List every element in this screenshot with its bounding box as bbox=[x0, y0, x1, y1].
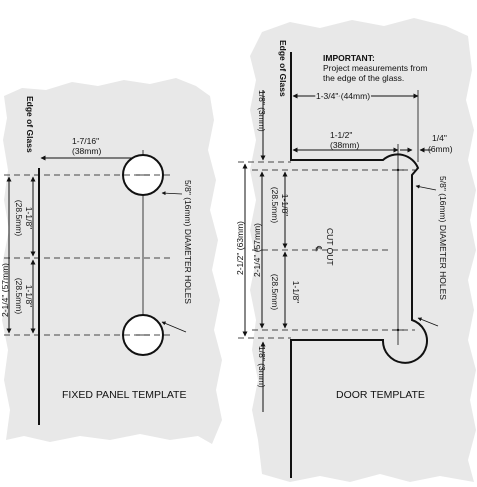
door-holes-leader-bottom bbox=[417, 317, 439, 327]
door-important-line1: Project measurements from bbox=[323, 63, 427, 73]
fixed-panel-template: Edge of Glass 1-7/16" (38mm) 2-1/4" (57m… bbox=[0, 78, 222, 444]
fixed-panel-background bbox=[2, 78, 222, 444]
fixed-holes-leader-bottom bbox=[161, 321, 187, 333]
door-edge-of-glass-label: Edge of Glass bbox=[278, 40, 288, 97]
door-centerline-symbol: ℄ bbox=[314, 245, 324, 252]
fixed-holes-label: 5/8" (16mm) DIAMETER HOLES bbox=[183, 180, 193, 304]
fixed-upper-spacing-fraction: 1-1/8" bbox=[24, 207, 34, 229]
door-upper-spacing-mm: (28.5mm) bbox=[270, 187, 280, 224]
door-hole-mm: (38mm) bbox=[330, 140, 359, 150]
fixed-horizontal-mm: (38mm) bbox=[72, 146, 101, 156]
fixed-edge-of-glass-label: Edge of Glass bbox=[25, 96, 35, 153]
door-bottom-offset-label: 1/8" (3mm) bbox=[257, 346, 267, 388]
door-upper-spacing-fraction: 1-1/8" bbox=[280, 194, 290, 216]
door-holes-leader-top bbox=[415, 184, 437, 191]
door-hole-fraction: 1-1/2" bbox=[330, 130, 352, 140]
door-lower-spacing-fraction: 1-1/8" bbox=[291, 281, 301, 303]
fixed-lower-spacing-mm: (28.5mm) bbox=[14, 278, 24, 315]
door-outer-total-label: 2-1/2" (63mm) bbox=[235, 221, 245, 275]
fixed-panel-title: FIXED PANEL TEMPLATE bbox=[62, 389, 186, 401]
door-template: Edge of Glass IMPORTANT: Project measure… bbox=[235, 18, 476, 482]
door-top-offset-label: 1/8" (3mm) bbox=[257, 90, 267, 132]
door-important-heading: IMPORTANT: bbox=[323, 53, 375, 63]
fixed-lower-spacing-fraction: 1-1/8" bbox=[24, 285, 34, 307]
door-template-title: DOOR TEMPLATE bbox=[336, 389, 425, 401]
door-holes-label: 5/8" (16mm) DIAMETER HOLES bbox=[438, 176, 448, 300]
door-notch-mm: (6mm) bbox=[428, 144, 453, 154]
fixed-holes-leader-top bbox=[161, 191, 183, 196]
fixed-total-label: 2-1/4" (57mm) bbox=[0, 263, 10, 317]
fixed-horizontal-fraction: 1-7/16" bbox=[72, 136, 99, 146]
door-top-dimension-label: 1-3/4" (44mm) bbox=[316, 91, 370, 101]
door-cutout-label: CUT OUT bbox=[325, 228, 335, 266]
door-lower-spacing-mm: (28.5mm) bbox=[270, 274, 280, 311]
door-inner-total-label: 2-1/4" (57mm) bbox=[252, 223, 262, 277]
fixed-upper-spacing-mm: (28.5mm) bbox=[14, 200, 24, 237]
door-notch-fraction: 1/4" bbox=[432, 133, 447, 143]
door-glass-outline bbox=[290, 52, 428, 478]
door-important-line2: the edge of the glass. bbox=[323, 73, 404, 83]
